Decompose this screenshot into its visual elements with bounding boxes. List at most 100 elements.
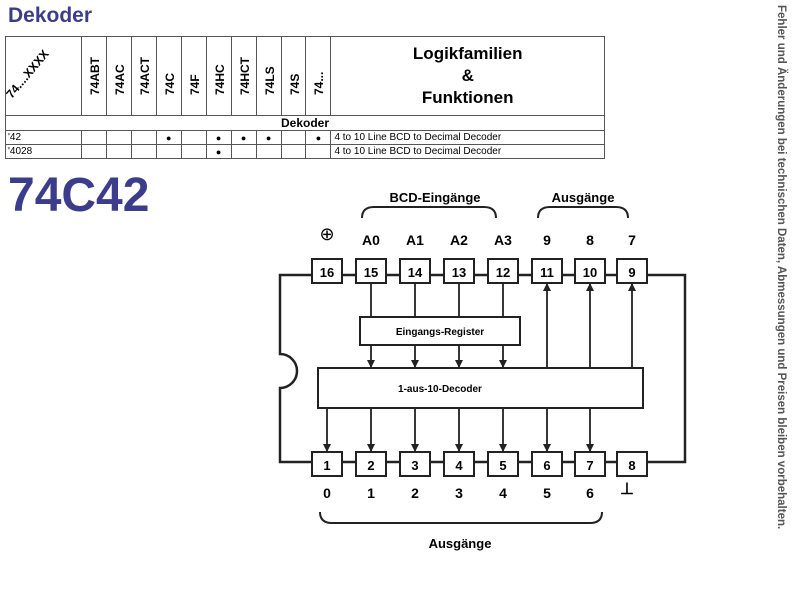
decoder-label: 1-aus-10-Decoder [398,384,482,395]
arrow-icon [543,444,551,452]
family-label: 74LS [262,66,277,95]
inputs-group-label: BCD-Eingänge [390,190,481,205]
arrow-icon [586,283,594,291]
empty-cell [105,144,132,159]
top-pin-box [311,258,343,284]
family-label: 74... [312,71,327,95]
bottom-pin-signal: 2 [411,485,419,501]
top-pin-signal: 9 [543,232,551,248]
arrow-icon [411,360,419,368]
family-header: 74HCT [230,36,257,116]
arrow-icon [586,444,594,452]
family-header: 74ACT [130,36,157,116]
arrow-icon [323,444,331,452]
family-label: 74HCT [237,56,252,95]
part-cell: '4028 [5,144,82,159]
top-pin-number: 13 [452,265,466,280]
table-title-cell: Logikfamilien & Funktionen [330,36,605,116]
description-cell: 4 to 10 Line BCD to Decimal Decoder [330,130,605,145]
bracket-outputs-top [537,206,629,219]
family-header: 74AC [105,36,132,116]
family-label: 74F [187,74,202,95]
diagram-static: Eingangs-Register 1-aus-10-Decoder BCD-E… [278,190,687,551]
top-pin-number: 9 [628,265,635,280]
top-pin-number: 16 [320,265,334,280]
arrow-icon [628,283,636,291]
group-row: Dekoder [5,115,605,131]
family-header: 74C [155,36,182,116]
outputs-bottom-label: Ausgänge [429,536,492,551]
logic-family-table: 74....XXXX 74ABT 74AC 74ACT 74C 74F 74HC… [3,36,605,159]
section-title: Dekoder [8,4,93,27]
arrow-icon [367,360,375,368]
arrow-icon [411,444,419,452]
bottom-pin-signal: 1 [367,485,375,501]
support-dot-icon: ● [155,130,182,145]
top-pin-number: 11 [540,265,554,280]
empty-cell [155,144,182,159]
support-dot-icon: ● [305,130,332,145]
bottom-pin-signal: 4 [499,485,507,501]
part-number: 74C42 [8,169,150,222]
empty-cell [305,144,332,159]
top-pin-signal: 7 [628,232,636,248]
support-dot-icon: ● [205,144,232,159]
top-pin-number: 10 [583,265,597,280]
bottom-pin-number: 2 [367,458,374,473]
corner-label: 74....XXXX [3,47,52,101]
top-pin-box [531,258,563,284]
family-label: 74HC [212,64,227,95]
arrow-icon [455,444,463,452]
bottom-pin-number: 1 [323,458,330,473]
table-title-line: Logikfamilien [412,44,523,63]
bottom-pin-number: 4 [455,458,463,473]
family-label: 74ABT [87,56,102,95]
side-note: Fehler und Änderungen bei technischen Da… [775,5,794,595]
family-header: 74HC [205,36,232,116]
family-label: 74AC [112,64,127,95]
bottom-pin-box [487,451,519,477]
bottom-pin-signal: 5 [543,485,551,501]
empty-cell [280,130,307,145]
arrow-icon [455,360,463,368]
empty-cell [80,144,107,159]
description-cell: 4 to 10 Line BCD to Decimal Decoder [330,144,605,159]
pinout-diagram: Eingangs-Register 1-aus-10-Decoder BCD-E… [278,190,687,551]
support-dot-icon: ● [255,130,282,145]
bottom-pin-number: 5 [499,458,506,473]
support-dot-icon: ● [230,130,257,145]
family-label: 74S [287,73,302,95]
family-header: 74... [305,36,332,116]
bracket-outputs-bottom [319,511,603,524]
empty-cell [130,130,157,145]
family-label: 74ACT [137,56,152,95]
group-label: Dekoder [5,115,605,131]
arrow-icon [499,360,507,368]
empty-cell [280,144,307,159]
bottom-pin-signal: 0 [323,485,331,501]
empty-cell [130,144,157,159]
bottom-pin-number: 8 [628,458,635,473]
top-pin-signal: A2 [450,232,468,248]
bottom-pin-number: 6 [543,458,550,473]
register-block [359,316,521,346]
bottom-pin-box [574,451,606,477]
empty-cell [255,144,282,159]
top-pin-signal: A1 [406,232,424,248]
family-header: 74F [180,36,207,116]
table-header-row: 74....XXXX 74ABT 74AC 74ACT 74C 74F 74HC… [3,36,605,116]
bottom-pin-box [443,451,475,477]
family-header: 74LS [255,36,282,116]
bottom-pin-number: 3 [411,458,418,473]
arrow-icon [543,283,551,291]
top-pin-number: 12 [496,265,510,280]
bottom-pin-box [531,451,563,477]
bottom-pin-box [355,451,387,477]
table-title-line: Funktionen [421,88,514,107]
register-label: Eingangs-Register [396,327,484,338]
empty-cell [105,130,132,145]
table-row: '4028 ● 4 to 10 Line BCD to Decimal Decode… [5,144,605,159]
part-cell: '42 [5,130,82,145]
top-pin-box [574,258,606,284]
